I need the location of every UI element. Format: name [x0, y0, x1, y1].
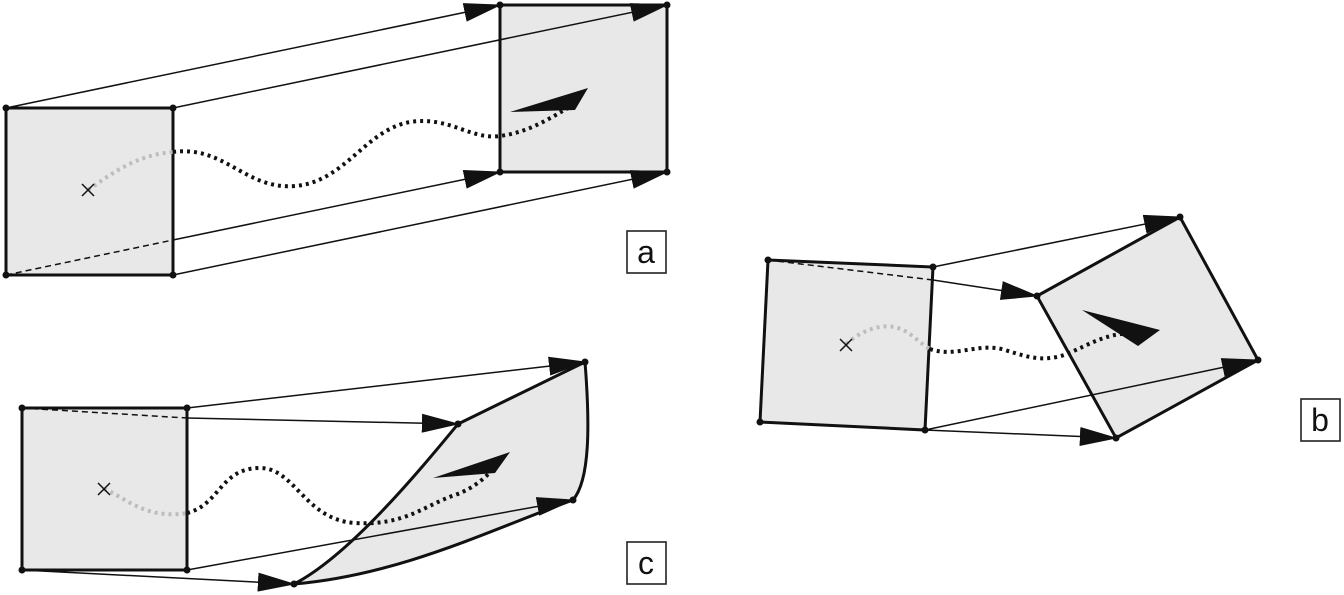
panel-b-vertex [756, 418, 764, 426]
panel-c-arrow-bottom-right [186, 497, 575, 571]
panel-a-direction-arrow [510, 88, 588, 112]
panel-c-vertex [454, 420, 462, 428]
panel-c-vertex [569, 496, 577, 504]
panel-b-arrow-top-right [932, 214, 1182, 268]
panel-c-arrow-top-left [186, 413, 460, 433]
panel-a-vertex [169, 104, 177, 112]
panel-a-arrow-top-right [172, 3, 669, 109]
panel-b-path [929, 331, 1133, 361]
panel-c-path-start [103, 487, 188, 517]
panel-b-vertex [1112, 434, 1120, 442]
panel-b-center-marker [839, 338, 853, 352]
panel-c-vertex [18, 566, 26, 574]
panel-a-path [172, 102, 576, 189]
panel-c-vertex [290, 580, 298, 588]
panel-a-vertex [663, 1, 671, 9]
panel-c-arrow-top-left-dashed [21, 407, 188, 419]
panel-a-arrow-bottom-right [172, 170, 669, 276]
panel-b-label-box [1300, 398, 1341, 442]
panel-b-vertex [764, 256, 772, 264]
panel-b-arrow-bottom-left [924, 426, 1118, 446]
panel-b-arrow-top-left [932, 279, 1039, 300]
panel-c-center-marker [97, 482, 111, 496]
panel-a-vertex [169, 271, 177, 279]
panel-a-target-square [498, 3, 669, 174]
panel-b: b [756, 213, 1341, 446]
panel-c-label: c [638, 545, 654, 581]
panel-a-arrow-bottom-left-continued [172, 170, 502, 241]
panel-c-arrow-bottom-left [21, 569, 296, 592]
panel-a-vertex [2, 104, 10, 112]
panel-a-arrow-bottom-left [5, 239, 174, 276]
panel-c: c [18, 356, 667, 592]
panel-b-path-start [844, 324, 932, 351]
panel-a-arrow-top-left [5, 3, 502, 109]
panel-c-label-box [626, 541, 667, 585]
panel-c-vertex [183, 404, 191, 412]
panel-c-vertex [18, 404, 26, 412]
panel-c-direction-arrow [433, 452, 510, 478]
panel-b-label: b [1311, 402, 1329, 438]
panel-c-vertex [183, 566, 191, 574]
panel-a-vertex [496, 168, 504, 176]
panel-c-arrow-top-right [186, 356, 587, 409]
panel-a-vertex [663, 168, 671, 176]
panel-a-center-marker [81, 183, 95, 197]
panel-b-vertex [1033, 292, 1041, 300]
panel-b-vertex [1254, 356, 1262, 364]
panel-a-label: a [637, 234, 655, 270]
panel-b-vertex [921, 426, 929, 434]
panel-a-path-start [86, 150, 174, 192]
panel-a-vertex [496, 1, 504, 9]
panel-b-arrow-top-left-dashed [767, 259, 934, 281]
panel-b-direction-arrow [1082, 310, 1160, 346]
panel-c-vertex [581, 358, 589, 366]
panel-b-arrow-bottom-right [924, 358, 1260, 431]
panel-a-label-box [626, 230, 667, 274]
panel-a: a [2, 1, 671, 279]
panel-c-path [186, 463, 499, 526]
panel-b-vertex [929, 263, 937, 271]
panel-c-deformed-shape [293, 359, 590, 586]
panel-b-vertex [1176, 213, 1184, 221]
panel-a-vertex [2, 271, 10, 279]
